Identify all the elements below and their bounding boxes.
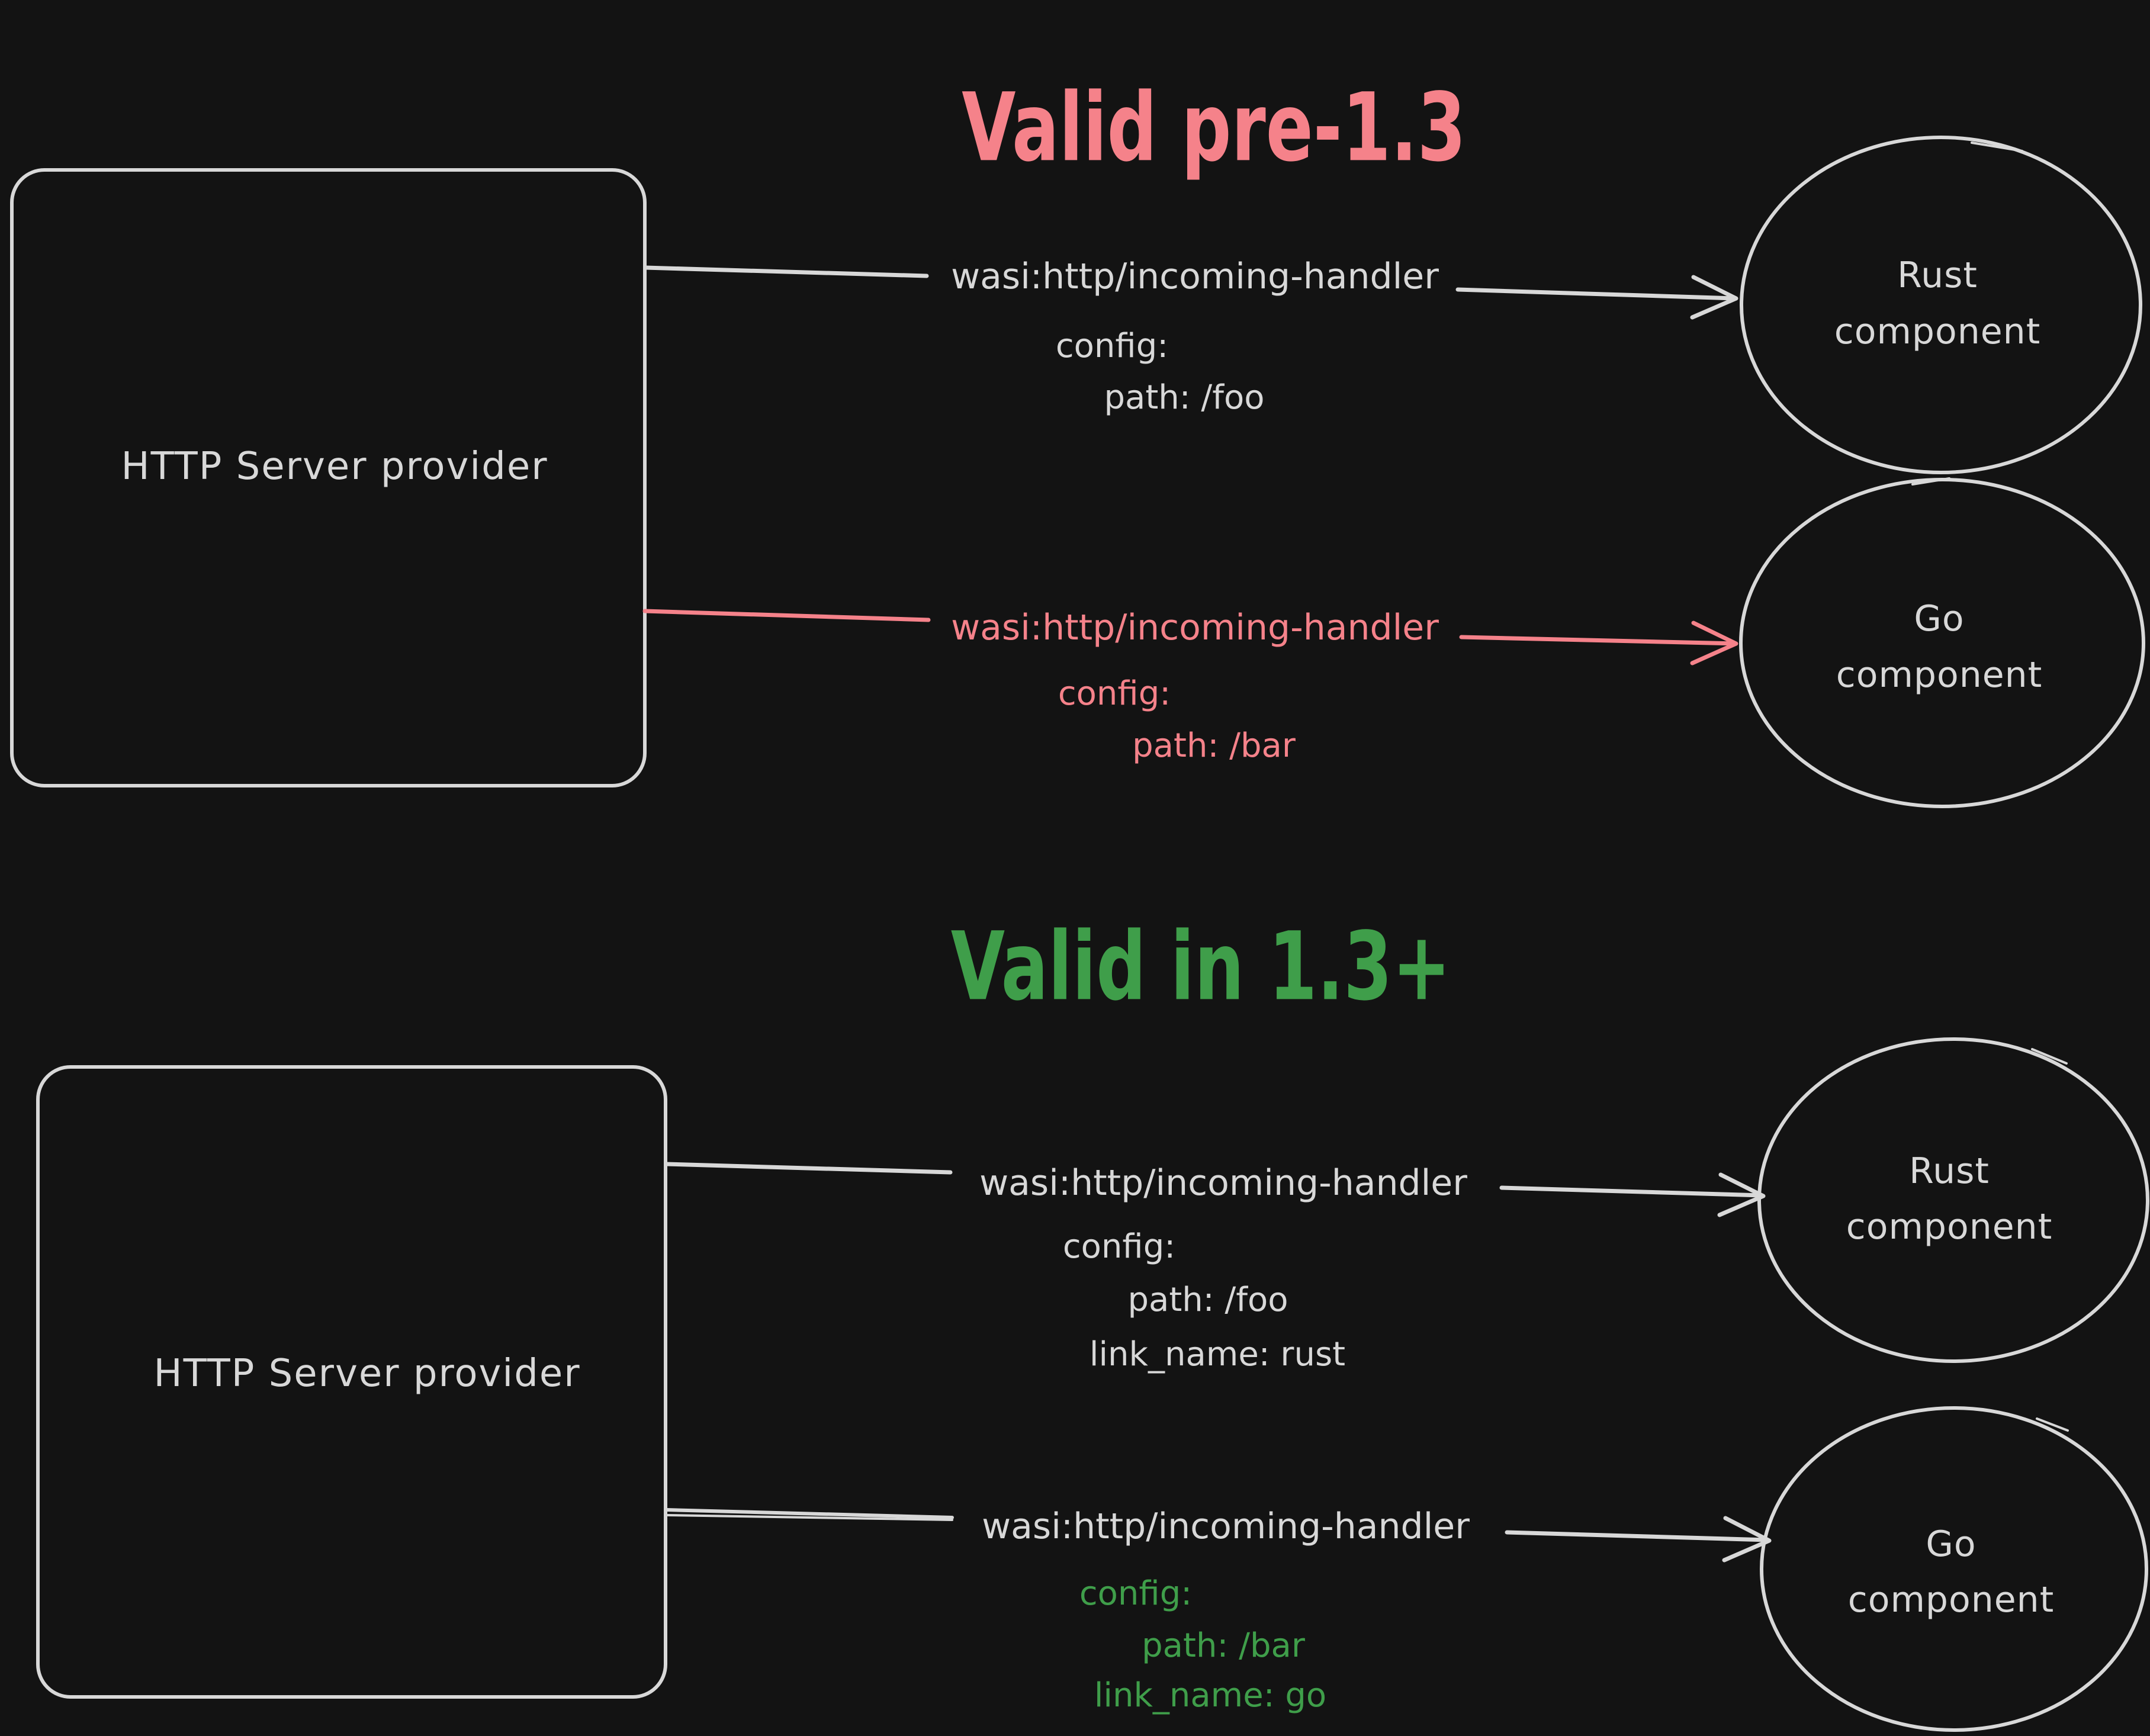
- arrow-top-go-segment-left: [642, 609, 931, 622]
- config-path-top-rust: path: /foo: [1104, 378, 1265, 417]
- arrow-bottom-rust-segment-right: [1499, 1185, 1764, 1198]
- go-component-bottom-label-line2: component: [1847, 1579, 2055, 1621]
- arrow-top-rust-segment-right: [1455, 287, 1737, 301]
- section-title-valid-in-1-3-plus: Valid in 1.3+: [950, 911, 1451, 1022]
- provider-box-top-label: HTTP Server provider: [121, 445, 548, 488]
- rust-component-top-label-line1: Rust: [1897, 255, 1978, 296]
- rust-component-circle-top: [1740, 136, 2142, 474]
- config-key-bottom-rust: config:: [1062, 1227, 1176, 1266]
- arrowhead-top-go-icon: [1690, 621, 1738, 666]
- circle-pen-tick-top-rust: [1971, 142, 2023, 152]
- config-path-bottom-rust: path: /foo: [1127, 1281, 1288, 1319]
- section-title-valid-pre-1-3: Valid pre-1.3: [962, 72, 1466, 183]
- interface-label-top-go: wasi:http/incoming-handler: [951, 607, 1439, 648]
- provider-box-top: [10, 168, 647, 787]
- rust-component-circle-bottom: [1757, 1037, 2149, 1363]
- interface-label-bottom-rust: wasi:http/incoming-handler: [979, 1162, 1467, 1204]
- arrowhead-bottom-rust-icon: [1717, 1172, 1766, 1217]
- config-path-top-go: path: /bar: [1132, 726, 1296, 765]
- arrow-bottom-go-segment-left: [665, 1508, 954, 1519]
- go-component-circle-top: [1739, 478, 2145, 808]
- config-path-bottom-go: path: /bar: [1142, 1626, 1305, 1665]
- config-key-bottom-go: config:: [1079, 1574, 1193, 1613]
- arrow-top-rust-segment-left: [643, 265, 929, 278]
- interface-label-bottom-go: wasi:http/incoming-handler: [982, 1506, 1470, 1547]
- rust-component-bottom-label-line2: component: [1846, 1206, 2053, 1248]
- arrowhead-top-rust-icon: [1690, 275, 1738, 320]
- config-key-top-go: config:: [1058, 674, 1171, 713]
- rust-component-top-label-line2: component: [1834, 311, 2041, 352]
- arrow-bottom-go-segment-left-overdraw: [666, 1514, 953, 1521]
- arrow-bottom-rust-segment-left: [664, 1162, 953, 1175]
- go-component-top-label-line2: component: [1836, 654, 2043, 696]
- arrowhead-bottom-go-icon: [1722, 1516, 1772, 1563]
- circle-pen-tick-top-go: [1911, 477, 1950, 486]
- go-component-bottom-label-line1: Go: [1926, 1523, 1977, 1565]
- circle-pen-tick-bottom-go: [2036, 1417, 2069, 1432]
- interface-label-top-rust: wasi:http/incoming-handler: [951, 256, 1439, 297]
- config-linkname-bottom-go: link_name: go: [1094, 1676, 1327, 1715]
- arrow-bottom-go-segment-right: [1505, 1530, 1770, 1542]
- go-component-circle-bottom: [1760, 1406, 2148, 1732]
- arrow-top-go-segment-right: [1459, 635, 1737, 646]
- circle-pen-tick-bottom-rust: [2031, 1048, 2068, 1065]
- config-key-top-rust: config:: [1055, 327, 1169, 365]
- rust-component-bottom-label-line1: Rust: [1909, 1150, 1990, 1192]
- provider-box-bottom-label: HTTP Server provider: [153, 1352, 581, 1396]
- provider-box-bottom: [36, 1065, 667, 1699]
- config-linkname-bottom-rust: link_name: rust: [1089, 1335, 1346, 1374]
- go-component-top-label-line1: Go: [1914, 598, 1965, 639]
